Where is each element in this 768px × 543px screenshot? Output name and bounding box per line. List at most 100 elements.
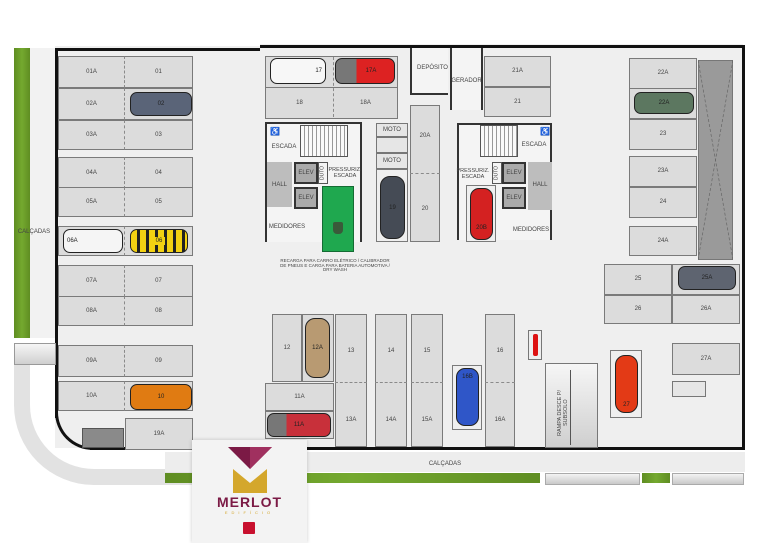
ev-charger-bay[interactable] — [322, 186, 354, 252]
car-space-02: 02 — [130, 92, 192, 116]
parking-space-right-2[interactable]: 23 — [629, 119, 697, 150]
stairs-left — [300, 125, 348, 157]
parking-space-right-5[interactable]: 24A — [629, 226, 697, 256]
parking-space-15[interactable] — [411, 314, 443, 447]
space-label: 14 — [387, 347, 395, 354]
wall-right — [742, 45, 745, 450]
parking-space-27a[interactable]: 27A — [672, 343, 740, 375]
parking-space-right-0[interactable]: 22A — [629, 58, 697, 89]
space-label: 15 — [423, 347, 431, 354]
space-label: 13A — [345, 416, 357, 423]
space-separator — [266, 87, 397, 88]
car-space-10: 10 — [130, 384, 192, 410]
accessibility-icon-right: ♿ — [540, 127, 550, 136]
calcadas-left-label: CALÇADAS — [17, 228, 51, 235]
parking-space-07[interactable]: 07 — [125, 265, 193, 297]
sidewalk-left — [30, 48, 55, 338]
parking-space-12[interactable]: 12 — [272, 314, 302, 382]
moto-bike-icon — [376, 137, 408, 153]
medidores-label-right: MEDIDORES — [512, 226, 550, 233]
sidewalk-bottom — [165, 452, 745, 472]
parking-space-21[interactable]: 21 — [484, 87, 551, 117]
parking-space-25[interactable]: 25 — [604, 264, 672, 295]
parking-space-03a[interactable]: 03A — [58, 120, 125, 150]
parking-space-26[interactable]: 26 — [604, 295, 672, 324]
parking-space-16-16a[interactable] — [485, 314, 515, 447]
parking-space-03[interactable]: 03 — [125, 120, 193, 150]
utility-box — [82, 428, 124, 448]
parking-space-09a[interactable]: 09A — [58, 345, 125, 377]
deposito-room — [410, 48, 448, 95]
elevator-right-1: ELEV — [502, 162, 526, 184]
space-label: 14A — [385, 416, 397, 423]
parking-space-26a[interactable]: 26A — [672, 295, 740, 324]
hall-right — [528, 162, 552, 210]
parking-space-right-3[interactable]: 23A — [629, 156, 697, 187]
ramp-down-subsolo[interactable] — [545, 363, 598, 448]
car-space-06: 06 — [130, 229, 188, 253]
divider — [411, 382, 443, 383]
moto-space-1[interactable]: MOTO — [376, 123, 408, 137]
parking-space-08[interactable]: 08 — [125, 296, 193, 326]
space-20a-label: 20A — [419, 132, 431, 139]
car-space-27: 27 — [615, 355, 638, 413]
grass-strip-bottom — [165, 473, 540, 483]
wall-bottom — [90, 447, 745, 450]
space-16a-label: 16A — [494, 416, 506, 423]
elevator-right-2: ELEV — [502, 187, 526, 209]
ev-plug-icon — [333, 222, 343, 234]
parking-space-05[interactable]: 05 — [125, 187, 193, 217]
grass-strip-bottom-2 — [642, 473, 670, 483]
parking-space-09[interactable]: 09 — [125, 345, 193, 377]
parking-space-05a[interactable]: 05A — [58, 187, 125, 217]
driveway-bottom-2 — [672, 473, 744, 485]
wall-top-left — [55, 48, 260, 51]
moto-space-right[interactable] — [672, 381, 706, 397]
parking-space-04[interactable]: 04 — [125, 157, 193, 189]
ramp-arrow — [570, 370, 571, 445]
moto-space-2[interactable]: MOTO — [376, 153, 408, 169]
parking-space-04a[interactable]: 04A — [58, 157, 125, 189]
elevator-left-2: ELEV — [294, 187, 318, 209]
car-space-17a: 17A — [335, 58, 395, 84]
parking-space-21a[interactable]: 21A — [484, 56, 551, 87]
space-20-label: 20 — [421, 205, 429, 212]
medidores-label-left: MEDIDORES — [268, 223, 306, 230]
divider — [485, 382, 515, 383]
parking-space-14[interactable] — [375, 314, 407, 447]
parking-space-07a[interactable]: 07A — [58, 265, 125, 297]
space-18-label: 18 — [296, 99, 303, 106]
parking-space-08a[interactable]: 08A — [58, 296, 125, 326]
car-space-06a: 06A — [63, 229, 123, 253]
accessibility-icon-left: ♿ — [270, 127, 280, 136]
space-16-label: 16 — [496, 347, 504, 354]
escada-label-left: ESCADA — [271, 143, 297, 150]
hall-left — [267, 162, 292, 207]
merlot-emblem-icon — [228, 447, 272, 493]
deposito-label: DEPÓSITO — [417, 64, 448, 71]
parking-floor-top — [260, 44, 743, 54]
hall-label-left: HALL — [271, 181, 287, 188]
parking-space-19a[interactable]: 19A — [125, 418, 193, 450]
gerador-label: GERADOR — [451, 77, 482, 84]
parking-space-02a[interactable]: 02A — [58, 88, 125, 120]
car-space-11a: 11A — [267, 413, 331, 437]
parking-space-13[interactable] — [335, 314, 367, 447]
car-space-16b: 16B — [456, 368, 479, 426]
duto-label-right: DUTO — [492, 162, 502, 184]
grass-strip-left — [14, 48, 30, 338]
car-space-19: 19 — [380, 176, 405, 239]
divider — [375, 382, 407, 383]
duto-label-left: DUTO — [318, 162, 328, 184]
parking-space-01a[interactable]: 01A — [58, 56, 125, 88]
pressuriz-label-left: PRESSURIZ. ESCADA — [328, 166, 362, 179]
calcadas-bottom-label: CALÇADAS — [428, 460, 462, 467]
parking-space-10a[interactable]: 10A — [58, 381, 125, 411]
parking-space-01[interactable]: 01 — [125, 56, 193, 88]
space-label: 15A — [421, 416, 433, 423]
parking-space-right-4[interactable]: 24 — [629, 187, 697, 218]
car-space-12a: 12A — [305, 318, 330, 378]
wall-top-right — [260, 45, 745, 48]
divider — [335, 382, 367, 383]
parking-space-11a-top[interactable]: 11A — [265, 383, 334, 411]
